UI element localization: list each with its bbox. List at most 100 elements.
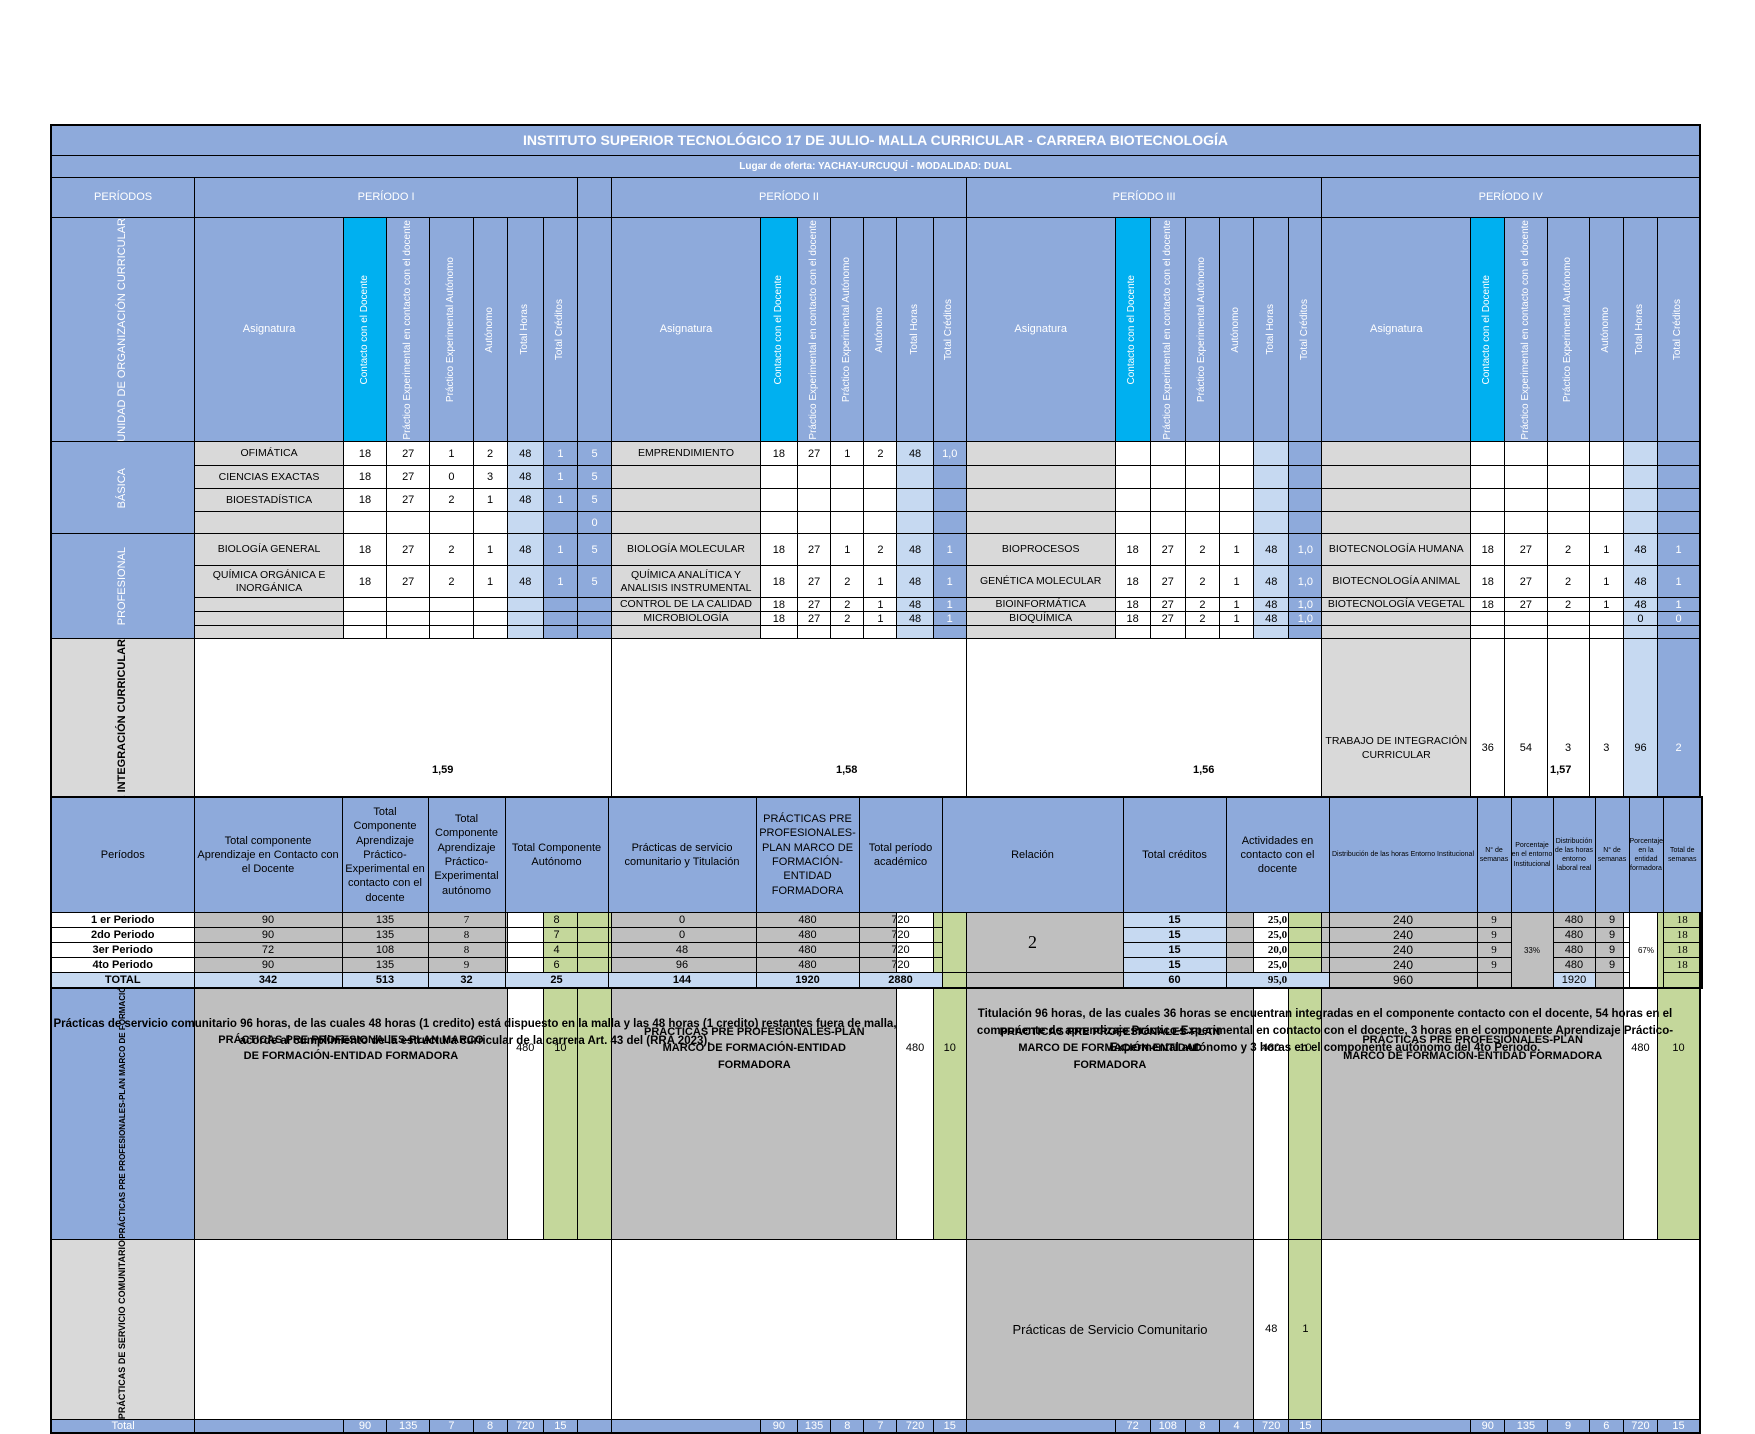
pe-autonomo-header-text: Práctico Experimental Autónomo [1196, 256, 1208, 402]
p4-value [1470, 465, 1506, 490]
p1-asignatura [194, 625, 344, 640]
summary-total-value: 1920 [755, 972, 860, 989]
p3-value [1218, 625, 1255, 640]
p1-asignatura: BIOLOGÍA GENERAL [194, 533, 344, 567]
extra-header [576, 216, 613, 443]
p4-asignatura: BIOTECNOLOGÍA HUMANA [1321, 533, 1472, 567]
summary-value: 48 [607, 942, 757, 958]
summary-semanas: 9 [1476, 942, 1512, 958]
p4-asignatura [1321, 441, 1472, 467]
summary-header: N° de semanas [1594, 796, 1630, 913]
unit-basica: BÁSICA [50, 441, 196, 535]
p3-value: 18 [1114, 565, 1151, 599]
p1-extra: 5 [576, 533, 613, 567]
p2-value [759, 625, 799, 640]
total-creditos-header: Total Créditos [932, 216, 967, 443]
summary-value: 90 [193, 957, 343, 973]
summary-value: 90 [193, 927, 343, 943]
p3-value: 18 [1114, 597, 1151, 613]
contacto-header-text: Contacto con el Docente [1126, 274, 1138, 385]
p2-value: 2 [830, 611, 865, 627]
p1-value: 1 [429, 441, 474, 467]
p1-value: 27 [386, 441, 431, 467]
p4-value [1588, 465, 1624, 490]
unidad-header: UNIDAD DE ORGANIZACIÓN CURRICULAR [50, 216, 196, 443]
p1-value [386, 511, 431, 535]
total-label: Total [50, 1418, 196, 1434]
summary-value: 9 [427, 957, 506, 973]
p1-extra [576, 625, 613, 640]
p2-value [932, 625, 967, 640]
p3-value: 1,0 [1288, 533, 1323, 567]
summary-value: 4 [504, 942, 609, 958]
p1-value [429, 511, 474, 535]
p2-asignatura: QUÍMICA ANALÍTICA Y ANALISIS INSTRUMENTA… [611, 565, 761, 599]
p3-value: 2 [1184, 565, 1220, 599]
summary-total-semanas: 18 [1662, 927, 1703, 943]
p2-asignatura [611, 625, 761, 640]
p1-value: 27 [386, 465, 431, 490]
autonomo-header-text: Autónomo [1230, 306, 1242, 353]
p4-value [1546, 611, 1590, 627]
total-p3-value: 4 [1218, 1418, 1255, 1434]
p3-value: 1,0 [1288, 597, 1323, 613]
total-creditos-header-text: Total Créditos [943, 298, 955, 360]
p3-value: 27 [1149, 611, 1186, 627]
p1-value [342, 511, 388, 535]
p1-extra: 0 [576, 511, 613, 535]
summary-periodo: 2do Periodo [50, 927, 195, 943]
p3-value [1149, 441, 1186, 467]
unit-servicio: PRÁCTICAS DE SERVICIO COMUNITARIO [50, 1238, 196, 1420]
p1-extra: 5 [576, 565, 613, 599]
summary-horas-institucional: 240 [1328, 942, 1478, 958]
p3-value [1253, 625, 1290, 640]
p3-value [1288, 625, 1323, 640]
p4-value: 1 [1588, 533, 1624, 567]
p2-value: 1 [830, 533, 865, 567]
p4-value [1588, 441, 1624, 467]
summary-value: 135 [341, 927, 429, 943]
total-p1-value: 720 [506, 1418, 544, 1434]
summary-semanas-laboral: 9 [1594, 927, 1630, 943]
summary-horas-laboral: 480 [1552, 927, 1596, 943]
p1-value: 1 [472, 488, 508, 513]
p2-asignatura [611, 465, 761, 490]
p4-value [1504, 465, 1548, 490]
p4-value [1504, 488, 1548, 513]
p1-value [472, 597, 508, 613]
p4-asignatura [1321, 465, 1472, 490]
p1-value: 48 [506, 488, 544, 513]
periodos-label: PERÍODOS [50, 176, 196, 218]
p3-value [1149, 488, 1186, 513]
total-horas-header-text: Total Horas [1634, 304, 1646, 355]
p1-value: 18 [342, 533, 388, 567]
summary-total-relacion-blank [941, 972, 1124, 989]
p3-value: 1,0 [1288, 565, 1323, 599]
total-p2-value: 90 [759, 1418, 799, 1434]
pe-contacto-header: Práctico Experimental en contacto con el… [1149, 216, 1186, 443]
servicio-p2-empty [611, 1238, 967, 1420]
p1-value [506, 511, 544, 535]
p4-value: 27 [1504, 533, 1548, 567]
p1-value [342, 625, 388, 640]
p4-asignatura: BIOTECNOLOGÍA ANIMAL [1321, 565, 1472, 599]
p4-value [1546, 465, 1590, 490]
servicio-p4-empty [1321, 1238, 1701, 1420]
p2-value [896, 488, 934, 513]
p1-value: 27 [386, 533, 431, 567]
p4-value: 2 [1546, 597, 1590, 613]
p1-value: 48 [506, 465, 544, 490]
autonomo-header: Autónomo [472, 216, 508, 443]
note-titulacion: Titulación 96 horas, de las cuales 36 ho… [976, 1008, 1674, 1054]
total-horas-header-text: Total Horas [1264, 304, 1276, 355]
p2-value: 27 [797, 597, 832, 613]
p3-value [1184, 441, 1220, 467]
autonomo-header-text: Autónomo [483, 306, 495, 353]
summary-value: 720 [858, 912, 943, 928]
servicio-label: Prácticas de Servicio Comunitario [965, 1238, 1255, 1420]
p3-value [1114, 511, 1151, 535]
summary-header: Total Componente Autónomo [504, 796, 609, 913]
p4-asignatura [1321, 611, 1472, 627]
